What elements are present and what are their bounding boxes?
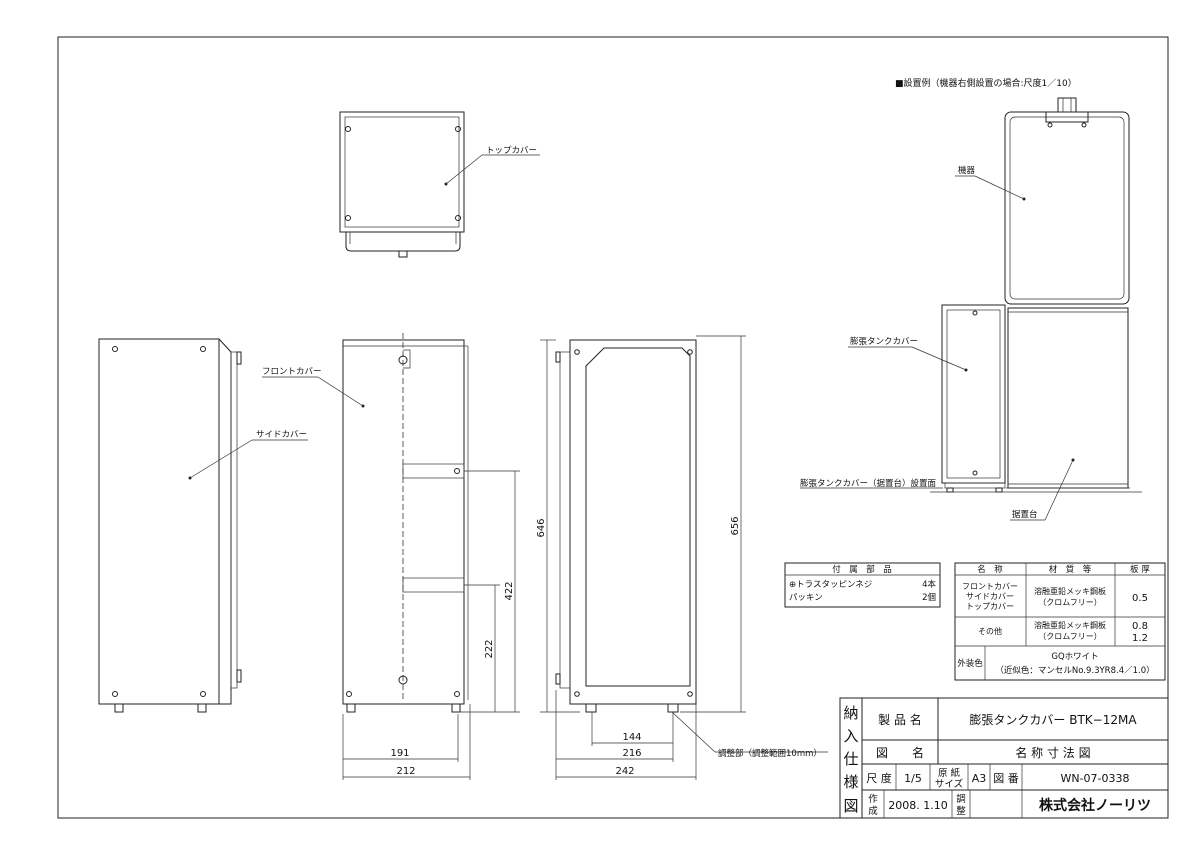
title-block (839, 697, 1169, 819)
materials-table (954, 562, 1166, 681)
drawing-no: WN-07-0338 (1060, 772, 1129, 785)
dim-422: 422 (504, 581, 515, 600)
materials-header-thickness: 板 厚 (1130, 564, 1150, 575)
paper-size: A3 (972, 772, 987, 785)
material-row-thickness: 0.5 (1132, 593, 1148, 604)
title-side-char: 図 (843, 797, 858, 815)
install-example-title: ■設置例（機器右側設置の場合:尺度1／10） (895, 77, 1077, 89)
materials-header-name: 名 称 (977, 564, 1003, 575)
drawing-name: 名 称 寸 法 図 (1015, 745, 1090, 760)
company-name: 株式会社ノーリツ (1039, 797, 1151, 814)
material-row-material: 溶融亜鉛メッキ鋼板 (1034, 620, 1106, 630)
label-front-cover: フロントカバー (262, 367, 322, 377)
label-side-cover: サイドカバー (256, 430, 307, 440)
scale-label: 尺 度 (866, 771, 892, 785)
drawing-frame (57, 36, 1169, 819)
material-row-name: サイドカバー (966, 592, 1014, 601)
label-device: 機器 (958, 165, 976, 176)
accessory-qty: 2個 (922, 592, 936, 603)
dim-144: 144 (622, 732, 641, 743)
install-example (800, 97, 1142, 521)
drawing-name-label: 図 名 (876, 745, 924, 760)
title-side-char: 入 (843, 727, 858, 745)
created-date: 2008. 1.10 (888, 799, 947, 812)
exterior-color: GQホワイト (1051, 652, 1098, 662)
dim-216: 216 (622, 748, 641, 759)
material-row-name: トップカバー (966, 602, 1014, 611)
paper-size-label: サイズ (935, 778, 964, 790)
material-row-thickness: 1.2 (1132, 633, 1148, 644)
dimension-lines (342, 335, 828, 780)
exterior-color-note: （近似色：マンセルNo.9.3YR8.4／1.0） (995, 665, 1154, 676)
material-row-material: （クロムフリー） (1038, 632, 1102, 641)
front-view (262, 333, 469, 713)
scale-value: 1/5 (904, 772, 922, 785)
dim-212: 212 (396, 766, 415, 777)
accessories-header: 付 属 部 品 (832, 564, 892, 575)
dim-222: 222 (484, 639, 495, 658)
top-view (339, 111, 540, 258)
material-row-material: 溶融亜鉛メッキ鋼板 (1034, 586, 1106, 596)
material-row-thickness: 0.8 (1132, 621, 1148, 632)
back-view (555, 339, 697, 713)
accessories-table (784, 562, 941, 608)
title-side-char: 様 (843, 773, 858, 791)
dim-242: 242 (615, 766, 634, 777)
dim-656: 656 (730, 516, 741, 535)
product-name-label: 製 品 名 (878, 712, 922, 727)
drawing-no-label: 図 番 (993, 772, 1019, 785)
label-stand: 据置台 (1012, 509, 1038, 520)
label-tank-cover: 膨張タンクカバー (850, 336, 918, 347)
accessory-qty: 4本 (922, 579, 936, 590)
label-install-surface: 膨張タンクカバー（据置台）設置面 (800, 478, 937, 489)
dim-191: 191 (390, 748, 409, 759)
material-row-name: フロントカバー (962, 582, 1018, 591)
title-side-char: 納 (843, 704, 858, 722)
accessory-name: パッキン (789, 593, 823, 603)
dim-646: 646 (536, 518, 547, 537)
material-row-name: その他 (978, 626, 1002, 636)
adjust-label: 整 (956, 805, 966, 817)
exterior-label: 外装色 (957, 658, 983, 669)
title-side-char: 仕 (843, 750, 858, 768)
label-top-cover: トップカバー (486, 146, 537, 156)
material-row-material: （クロムフリー） (1038, 598, 1102, 607)
materials-header-material: 材 質 等 (1049, 564, 1092, 575)
product-name: 膨張タンクカバー BTK−12MA (969, 713, 1137, 727)
adjust-label: 調 (956, 793, 966, 805)
paper-size-label: 原 紙 (938, 767, 961, 779)
side-view (98, 338, 308, 713)
accessory-name: ⊕トラスタッピンネジ (789, 580, 872, 590)
label-adjuster: 調整部（調整範囲10mm） (718, 748, 822, 759)
created-label: 成 (868, 805, 878, 817)
created-label: 作 (868, 793, 878, 805)
